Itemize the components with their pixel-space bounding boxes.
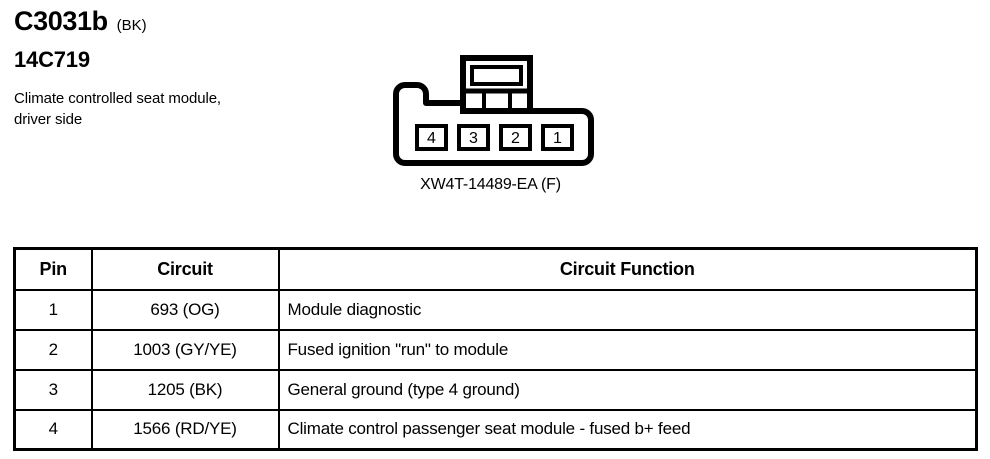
connector-color-code: (BK) (116, 17, 147, 34)
connector-pin-box-3 (457, 124, 490, 151)
connector-description: Climate controlled seat module,driver si… (14, 90, 222, 128)
connector-tab-slot (470, 65, 523, 86)
cell-pin: 3 (13, 368, 93, 411)
part-number: 14C719 (14, 47, 90, 72)
table-row: 3 1205 (BK) General ground (type 4 groun… (13, 368, 978, 411)
cell-circuit: 1205 (BK) (90, 368, 280, 411)
cell-circuit: 1003 (GY/YE) (90, 328, 280, 371)
table-row: 2 1003 (GY/YE) Fused ignition "run" to m… (13, 328, 978, 371)
connector-id: C3031b (14, 6, 108, 36)
connector-id-line: C3031b (BK) (14, 6, 354, 36)
pin-table-container: Pin Circuit Circuit Function 1 693 (OG) … (13, 247, 978, 451)
cell-circuit-function: General ground (type 4 ground) (277, 368, 978, 411)
connector-pin-box-4 (415, 124, 448, 151)
cell-circuit: 1566 (RD/YE) (90, 408, 280, 451)
connector-pin-label-2: 2 (511, 130, 520, 147)
connector-pin-label-1: 1 (553, 130, 562, 147)
table-header-row: Pin Circuit Circuit Function (13, 247, 978, 291)
connector-pin-boxes: 4 3 2 1 (415, 124, 574, 151)
cell-circuit: 693 (OG) (90, 288, 280, 331)
column-header-circuit-function: Circuit Function (277, 247, 978, 291)
connector-pin-box-1 (541, 124, 574, 151)
connector-figure: 4 3 2 1 XW4T-14489-EA (F) (370, 48, 620, 194)
connector-pin-label-3: 3 (469, 130, 478, 147)
connector-pin-box-2 (499, 124, 532, 151)
column-header-circuit: Circuit (90, 247, 280, 291)
cell-circuit-function: Module diagnostic (277, 288, 978, 331)
connector-header: C3031b (BK) 14C719 Climate controlled se… (14, 6, 354, 130)
connector-outline-drawing: 4 3 2 1 (393, 55, 594, 166)
pin-table: Pin Circuit Circuit Function 1 693 (OG) … (13, 247, 978, 451)
connector-part-caption: XW4T-14489-EA (F) (420, 176, 561, 193)
cell-pin: 1 (13, 288, 93, 331)
cell-circuit-function: Fused ignition "run" to module (277, 328, 978, 371)
cell-pin: 4 (13, 408, 93, 451)
connector-pin-label-4: 4 (427, 130, 436, 147)
column-header-pin: Pin (13, 247, 93, 291)
cell-circuit-function: Climate control passenger seat module - … (277, 408, 978, 451)
cell-pin: 2 (13, 328, 93, 371)
table-row: 1 693 (OG) Module diagnostic (13, 288, 978, 331)
table-row: 4 1566 (RD/YE) Climate control passenger… (13, 408, 978, 451)
